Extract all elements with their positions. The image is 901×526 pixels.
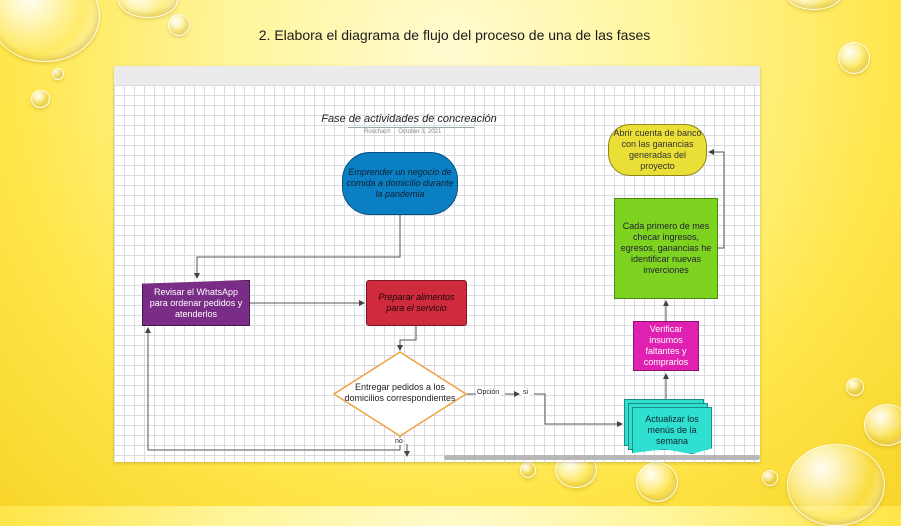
edge-yes-menus	[534, 393, 623, 427]
diagram-date: October 3, 2021	[398, 129, 442, 135]
water-drop	[118, 0, 178, 18]
edge-prepare-decision	[397, 326, 417, 351]
node-decision: Entregar pedidos a los domicilios corres…	[344, 382, 456, 403]
horizontal-scrollbar[interactable]	[444, 455, 760, 460]
water-drop	[787, 0, 841, 10]
water-drop	[31, 90, 50, 108]
water-drop	[636, 462, 678, 502]
slide-title: 2. Elabora el diagrama de flujo del proc…	[258, 27, 651, 43]
edge-start-whatsapp	[194, 215, 401, 279]
water-drop	[838, 42, 870, 74]
water-drop	[52, 68, 64, 80]
node-decision-shape[interactable]	[333, 351, 467, 437]
node-open-bank-account[interactable]: Abrir cuenta de banco con las ganancias …	[608, 124, 707, 176]
edge-label-no: no	[394, 438, 404, 445]
node-start[interactable]: Emprender un negocio de comida a domicil…	[342, 152, 458, 215]
water-drop	[168, 14, 190, 36]
title-underline	[348, 127, 474, 128]
water-drop	[787, 444, 885, 526]
diagram-title: Fase de actividades de concreación	[321, 113, 497, 125]
water-drop	[846, 378, 864, 396]
node-monthly-review[interactable]: Cada primero de mes checar ingresos, egr…	[614, 198, 718, 299]
node-whatsapp[interactable]: Revisar el WhatsApp para ordenar pedidos…	[142, 280, 250, 326]
water-drop	[520, 462, 536, 478]
diagram-author: Roschach	[364, 129, 391, 135]
edge-label-yes: si	[522, 389, 530, 396]
node-update-menus[interactable]: Actualizar los menús de la semana	[632, 407, 712, 454]
diagram-canvas[interactable]: Fase de actividades de concreación Rosch…	[114, 66, 760, 462]
edge-review-bank	[708, 149, 725, 249]
water-drop	[864, 404, 901, 446]
diagram-meta: Roschach|October 3, 2021	[364, 129, 442, 135]
water-drop	[762, 470, 778, 486]
node-verify-supplies[interactable]: Verificar insumos faltantes y comprarlos	[633, 321, 699, 371]
node-prepare-food[interactable]: Preparar alimentos para el servicio	[366, 280, 467, 326]
edge-label-option: Opción	[476, 389, 501, 396]
